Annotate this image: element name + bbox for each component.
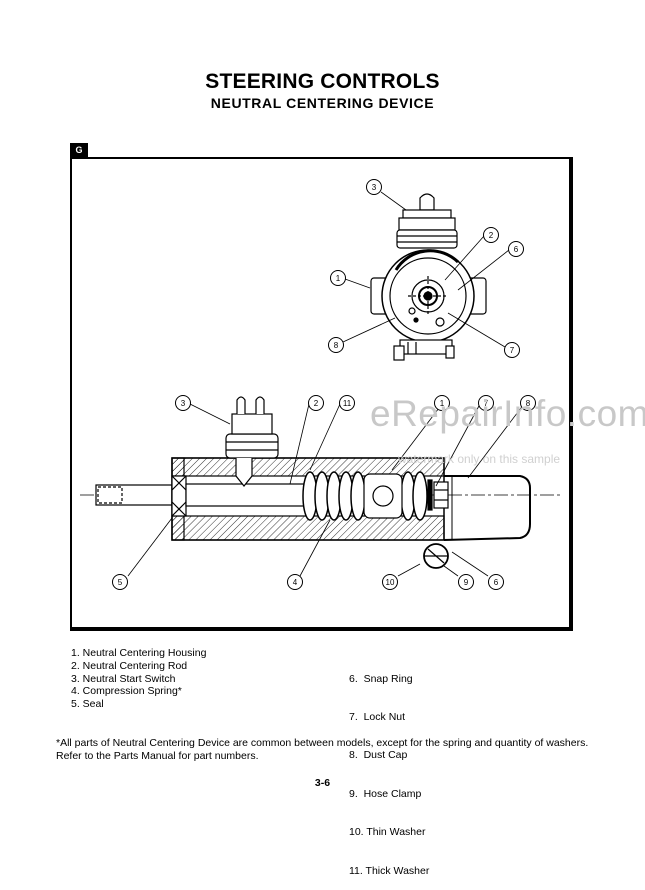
legend-item: 11. Thick Washer [349, 864, 430, 877]
callout-circle [488, 574, 504, 590]
callout-label: 5 [118, 578, 123, 587]
legend-item: 8. Dust Cap [349, 749, 408, 762]
callout-label: 3 [372, 183, 377, 192]
callout-label: 3 [181, 399, 186, 408]
callout-circle [382, 574, 398, 590]
callout-label: 7 [484, 399, 489, 408]
legend-item: 5. Seal [71, 698, 104, 711]
callout-circle [434, 395, 450, 411]
top-view-leaders [342, 191, 510, 348]
callout-circle [366, 179, 382, 195]
callout-circle [328, 337, 344, 353]
callout-label: 8 [526, 399, 531, 408]
figure-letter-tag: G [70, 143, 88, 158]
callout-label: 10 [386, 578, 395, 587]
callout-label: 6 [494, 578, 499, 587]
callout-label: 8 [334, 341, 339, 350]
callout-label: 9 [464, 578, 469, 587]
callout-circle [520, 395, 536, 411]
callout-label: 1 [336, 274, 341, 283]
callout-label: 1 [440, 399, 445, 408]
callout-circle [175, 395, 191, 411]
top-view-assembly [370, 193, 487, 361]
callout-circle [330, 270, 346, 286]
footnote: *All parts of Neutral Centering Device a… [56, 737, 589, 762]
callout-label: 2 [489, 231, 494, 240]
callout-circle [483, 227, 499, 243]
callout-label: 11 [343, 399, 352, 408]
parts-legend-right: 6. Snap Ring 7. Lock Nut 8. Dust Cap 9. … [349, 647, 429, 890]
page-number: 3-6 [314, 777, 331, 789]
legend-item: 2. Neutral Centering Rod [71, 659, 188, 672]
section-view-leaders [127, 403, 525, 577]
callout-circle [339, 395, 355, 411]
page-title: STEERING CONTROLS [205, 70, 440, 93]
callout-circle [504, 342, 520, 358]
watermark-text: eRepairInfo.com [370, 393, 645, 434]
callout-circles [112, 179, 536, 590]
legend-item: 1. Neutral Centering Housing [71, 647, 207, 659]
callout-label: 2 [314, 399, 319, 408]
callout-circle [308, 395, 324, 411]
legend-item: 3. Neutral Start Switch [71, 672, 176, 685]
callout-circle [112, 574, 128, 590]
legend-item: 6. Snap Ring [349, 672, 413, 685]
legend-item: 4. Compression Spring* [71, 685, 182, 698]
callout-circle [508, 241, 524, 257]
page-subtitle: NEUTRAL CENTERING DEVICE [210, 95, 435, 111]
callout-label: 6 [514, 245, 519, 254]
legend-item: 9. Hose Clamp [349, 787, 422, 800]
callout-label: 7 [510, 346, 515, 355]
callout-circle [478, 395, 494, 411]
section-view-assembly [80, 396, 560, 569]
legend-item: 10. Thin Washer [349, 826, 426, 839]
callout-numbers: 3 2 6 1 8 7 3 2 11 1 7 8 5 4 10 9 6 [118, 183, 531, 587]
watermark-subtext: watermark only on this sample [398, 452, 561, 466]
callout-label: 4 [293, 578, 298, 587]
legend-item: 7. Lock Nut [349, 710, 406, 723]
parts-legend-left: 1. Neutral Centering Housing 2. Neutral … [71, 647, 206, 711]
callout-circle [458, 574, 474, 590]
callout-circle [287, 574, 303, 590]
figure-frame [70, 157, 573, 631]
